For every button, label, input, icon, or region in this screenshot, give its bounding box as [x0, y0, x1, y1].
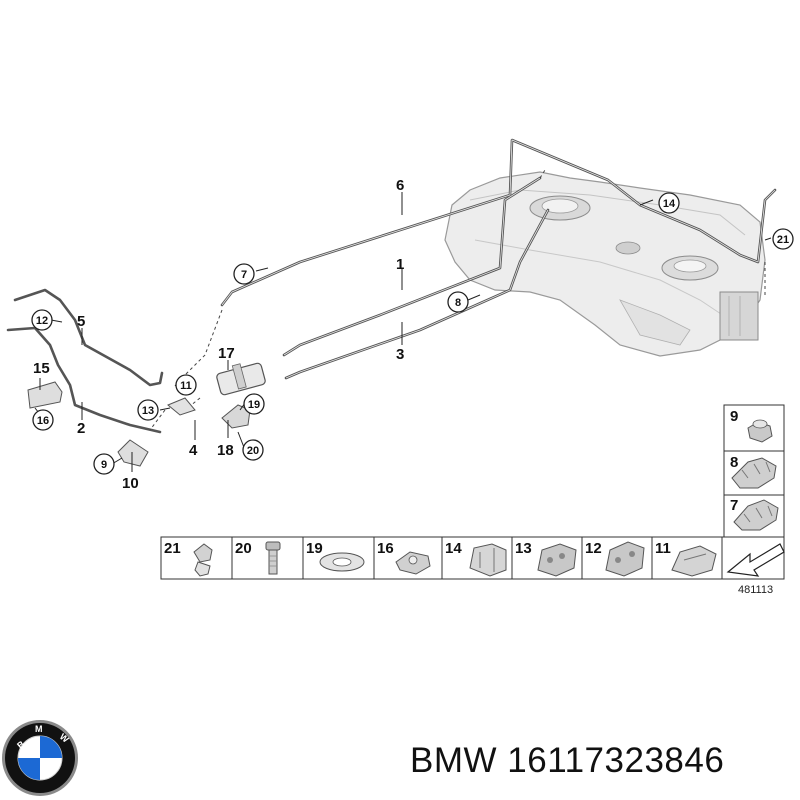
clip-nut-icon	[395, 551, 431, 575]
fuel-filter-17	[216, 362, 266, 396]
svg-text:M: M	[35, 724, 44, 734]
callout-circle-19: 19	[243, 393, 265, 415]
callout-circle-7: 7	[233, 263, 255, 285]
lock-washer-icon	[319, 552, 365, 572]
callout-1: 1	[396, 256, 404, 273]
callout-circle-20: 20	[242, 439, 264, 461]
callout-circle-12: 12	[31, 309, 53, 331]
parts-legend-right-column: 9 8 7	[723, 404, 785, 538]
part-caption: BMW 16117323846	[410, 741, 790, 785]
callout-3: 3	[396, 346, 404, 363]
callout-circle-14: 14	[658, 192, 680, 214]
legend-label-8: 8	[730, 454, 738, 471]
legend-label-20: 20	[235, 540, 252, 557]
callout-2: 2	[77, 420, 85, 437]
nut-icon	[747, 419, 773, 443]
pipe-clip-icon	[731, 457, 777, 489]
arrow-icon	[726, 543, 785, 577]
holder-10	[117, 439, 149, 467]
svg-text:14: 14	[663, 198, 676, 210]
legend-label-11: 11	[655, 540, 671, 557]
pipe-clip-icon	[469, 543, 507, 577]
svg-text:9: 9	[101, 459, 107, 471]
legend-label-13: 13	[515, 540, 532, 557]
svg-text:19: 19	[248, 399, 260, 411]
legend-label-21: 21	[164, 540, 181, 557]
callout-6: 6	[396, 177, 404, 194]
callout-15: 15	[33, 360, 50, 377]
callout-18: 18	[217, 442, 234, 459]
svg-text:8: 8	[455, 297, 461, 309]
holder-15	[27, 381, 63, 409]
legend-label-19: 19	[306, 540, 323, 557]
callout-17: 17	[218, 345, 235, 362]
callout-circle-11: 11	[175, 374, 197, 396]
reference-number: 481113	[738, 584, 773, 596]
callouts: 1 3 6 5 15 2 17 4 18 10 12 16 13 11 9 7 …	[31, 177, 794, 492]
pipe-clip-icon	[671, 545, 717, 577]
fuel-tank-illustration	[444, 171, 766, 357]
svg-text:20: 20	[247, 445, 259, 457]
pipe-clip-icon	[537, 543, 577, 577]
callout-5: 5	[77, 313, 85, 330]
callout-circle-16: 16	[32, 409, 54, 431]
svg-text:11: 11	[180, 380, 192, 392]
svg-text:7: 7	[241, 269, 247, 281]
legend-label-12: 12	[585, 540, 602, 557]
legend-label-7: 7	[730, 497, 738, 514]
caption-part-number: 16117323846	[507, 741, 725, 780]
svg-text:12: 12	[36, 315, 48, 327]
svg-text:16: 16	[37, 415, 49, 427]
legend-label-9: 9	[730, 408, 738, 425]
callout-circle-9: 9	[93, 453, 115, 475]
callout-circle-8: 8	[447, 291, 469, 313]
fuel-line-2	[6, 326, 162, 434]
caption-brand: BMW	[410, 741, 498, 780]
pipe-clip-icon	[605, 541, 645, 577]
rivet-icon	[193, 543, 213, 577]
callout-10: 10	[122, 475, 139, 492]
bolt-icon	[265, 541, 281, 575]
bracket-18	[221, 404, 251, 429]
callout-circle-21: 21	[772, 228, 794, 250]
bmw-logo: B M W	[2, 720, 78, 796]
legend-label-14: 14	[445, 540, 462, 557]
callout-4: 4	[189, 442, 198, 459]
svg-text:13: 13	[142, 405, 154, 417]
fuel-line-5	[13, 288, 164, 387]
clip-11	[167, 397, 196, 416]
parts-legend-bottom-row: 21 20 19 16 14 13 12 11	[160, 536, 785, 580]
legend-label-16: 16	[377, 540, 394, 557]
pipe-clip-icon	[733, 499, 779, 531]
callout-circle-13: 13	[137, 399, 159, 421]
dashed-connectors	[149, 169, 766, 431]
svg-text:21: 21	[777, 234, 789, 246]
